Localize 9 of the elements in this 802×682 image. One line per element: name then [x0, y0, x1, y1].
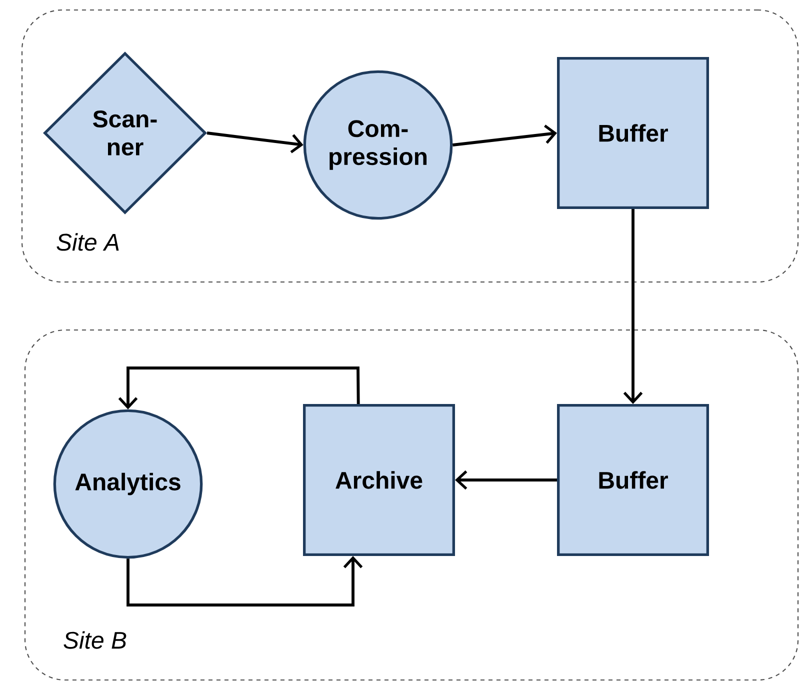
process-box: Buffer — [557, 404, 709, 556]
arrow — [126, 556, 363, 606]
arrow — [455, 470, 557, 490]
process-box: Archive — [303, 404, 455, 556]
arrow — [206, 132, 304, 154]
arrow — [623, 209, 643, 404]
process-box: Buffer — [557, 57, 709, 209]
arrow — [118, 366, 360, 410]
arrow — [452, 124, 557, 146]
